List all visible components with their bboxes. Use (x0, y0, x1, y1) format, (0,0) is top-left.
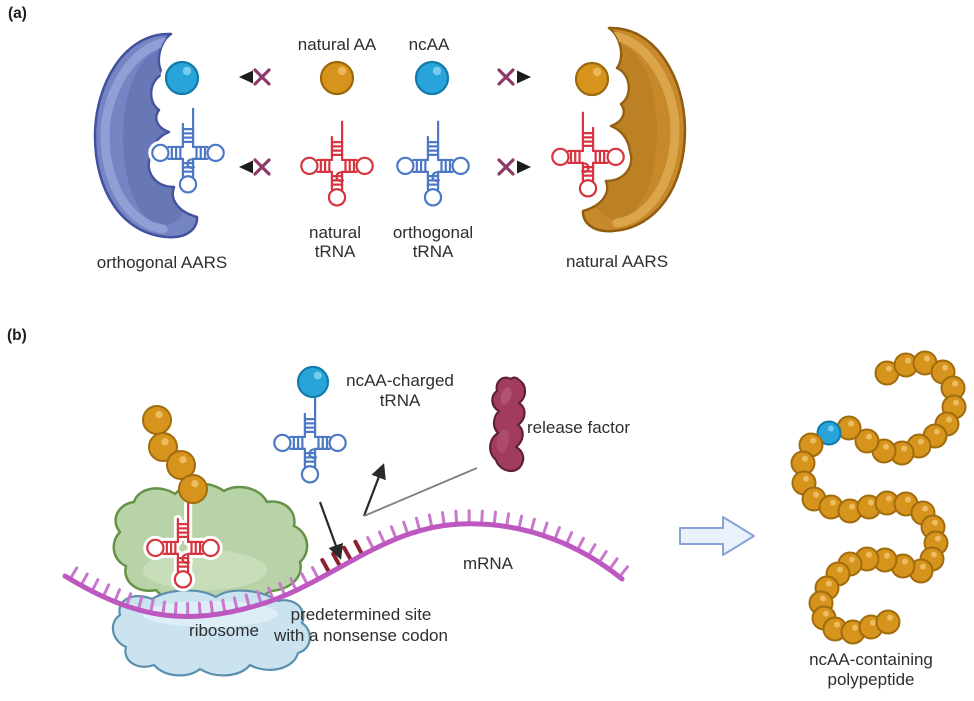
cross-x-icon (497, 68, 515, 86)
polypeptide-ball (818, 494, 844, 520)
polypeptide-ball (854, 428, 880, 454)
cross-x-icon (497, 158, 515, 176)
blocked-arrow-right-top (486, 68, 531, 86)
release-factor (489, 376, 527, 473)
release-factor-highlight (496, 429, 510, 453)
ncaa-charged-trna-label-line1: ncAA-charged (346, 371, 454, 390)
ncaa-containing-polypeptide (790, 350, 967, 645)
charged-ncaa-ball (297, 366, 329, 398)
ncaa-label: ncAA (409, 35, 450, 54)
nonsense-codon-tick (342, 545, 354, 563)
blocked-arrow-left-top (239, 68, 284, 86)
polypeptide-ncaa-ball (816, 420, 842, 446)
natural-aa-ball (321, 62, 353, 94)
cross-x-icon (253, 158, 271, 176)
bound-ncaa-ball (166, 62, 198, 94)
ncaa-charged-trna (274, 366, 345, 482)
arrowhead-icon (239, 70, 253, 84)
natural-trna (301, 122, 372, 206)
nascent-aa-ball (142, 405, 172, 435)
mrna-label: mRNA (463, 554, 514, 573)
orthogonal-aars (95, 34, 224, 237)
orthogonal-trna-label-line1: orthogonal (393, 223, 473, 242)
natural-aa-label: natural AA (298, 35, 377, 54)
arrow-site-to-trna (362, 463, 386, 517)
arrowhead-icon (517, 160, 531, 174)
orthogonal-trna (397, 122, 468, 206)
arrow-trna-to-site (318, 501, 344, 560)
polypeptide-ball (874, 490, 900, 516)
panel-b: (b) (7, 327, 967, 689)
ncaa-containing-polypeptide-label-line1: ncAA-containing (809, 650, 933, 669)
ncaa-ball (416, 62, 448, 94)
ribosome-label: ribosome (189, 621, 259, 640)
cross-x-icon (253, 68, 271, 86)
blocked-arrow-right-bottom (486, 158, 531, 176)
natural-trna-label-line2: tRNA (315, 242, 356, 261)
arrowhead-icon (517, 70, 531, 84)
natural-aars-label: natural AARS (566, 252, 668, 271)
nonsense-codon-tick (353, 539, 365, 557)
predetermined-site-label-line1: predetermined site (291, 605, 432, 624)
mrna-strand (62, 521, 625, 619)
ncaa-charged-trna-label-line2: tRNA (380, 391, 421, 410)
predetermined-site-label-line2: with a nonsense codon (273, 626, 448, 645)
release-factor-label: release factor (527, 418, 630, 437)
panel-b-tag: (b) (7, 327, 27, 344)
nascent-aa-ball (148, 432, 178, 462)
nascent-polypeptide-chain (142, 405, 208, 504)
arrowhead-icon (239, 160, 253, 174)
panel-a: (a) (8, 5, 685, 272)
polypeptide-ball (822, 616, 848, 642)
bound-orthogonal-trna (152, 109, 223, 193)
panel-a-tag: (a) (8, 5, 27, 22)
natural-aars (552, 28, 685, 231)
natural-trna-label-line1: natural (309, 223, 361, 242)
ncaa-containing-polypeptide-label-line2: polypeptide (828, 670, 915, 689)
blocked-arrow-left-bottom (239, 158, 284, 176)
orthogonal-trna-label-line2: tRNA (413, 242, 454, 261)
line-site-to-release-factor (363, 467, 478, 517)
release-factor-highlight (500, 387, 512, 405)
nascent-aa-ball (166, 450, 196, 480)
bound-natural-aa-ball (576, 63, 608, 95)
process-arrow-icon (679, 516, 755, 556)
polypeptide-ball (875, 609, 901, 635)
polypeptide-ball (893, 352, 919, 378)
nascent-aa-ball (178, 474, 208, 504)
orthogonal-aars-label: orthogonal AARS (97, 253, 227, 272)
